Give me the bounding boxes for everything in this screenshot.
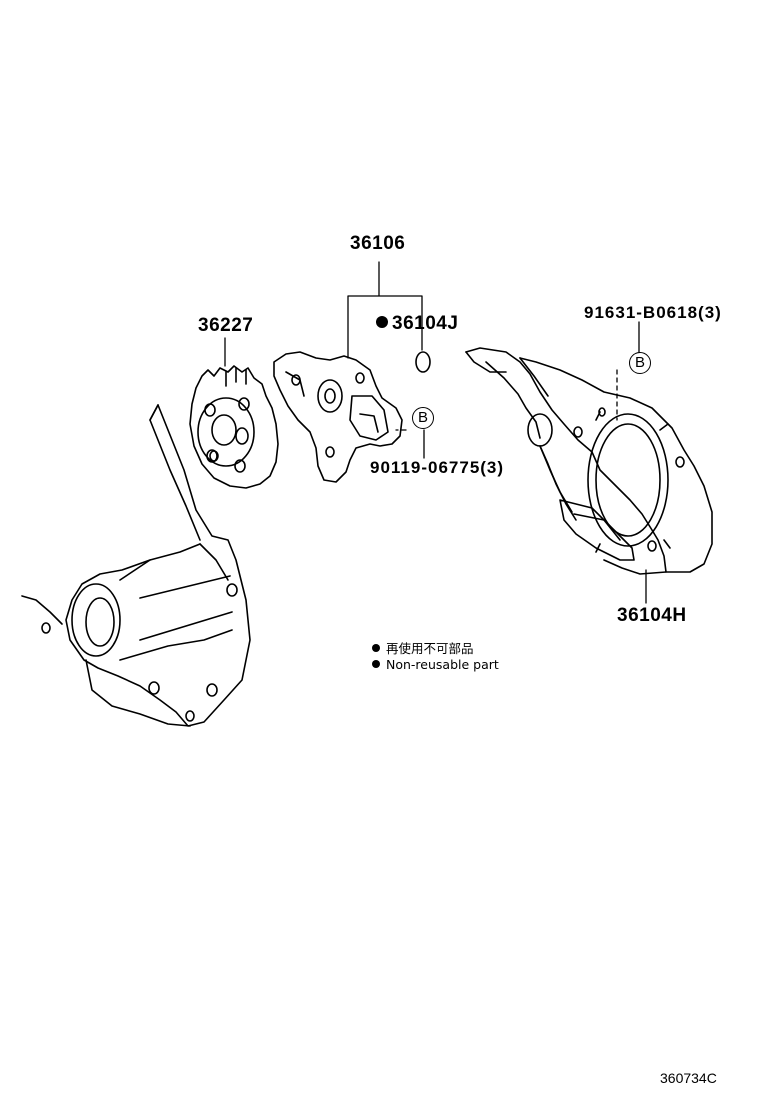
callout-36106: 36106: [350, 233, 406, 254]
callout-36227: 36227: [198, 315, 254, 336]
callout-36104J: 36104J: [392, 313, 459, 334]
non-reusable-dot-icon: [376, 316, 388, 328]
legend-row-japanese: 再使用不可部品: [372, 641, 499, 657]
callout-36104H: 36104H: [617, 605, 687, 626]
bolt-ref-bubble-upper: B: [629, 352, 651, 374]
timing-gear: [189, 365, 279, 489]
leader-36106: [347, 261, 423, 359]
o-ring: [415, 351, 431, 373]
legend-row-english: Non-reusable part: [372, 657, 499, 673]
legend-japanese: 再使用不可部品: [386, 641, 474, 656]
callout-91631: 91631-B0618(3): [584, 303, 722, 322]
bolt-ref-bubble-lower: B: [412, 407, 434, 429]
legend: 再使用不可部品 Non-reusable part: [372, 641, 499, 673]
legend-english: Non-reusable part: [386, 657, 499, 672]
sensor-body: [273, 351, 403, 483]
legend-dot-icon: [372, 644, 380, 652]
callout-36104J-row: 36104J: [376, 313, 458, 335]
timing-cover: [465, 347, 713, 575]
engine-housing: [21, 404, 251, 727]
figure-code: 360734C: [660, 1070, 717, 1086]
callout-90119: 90119-06775(3): [370, 458, 505, 477]
legend-dot-icon: [372, 660, 380, 668]
leader-lines: [224, 261, 647, 604]
